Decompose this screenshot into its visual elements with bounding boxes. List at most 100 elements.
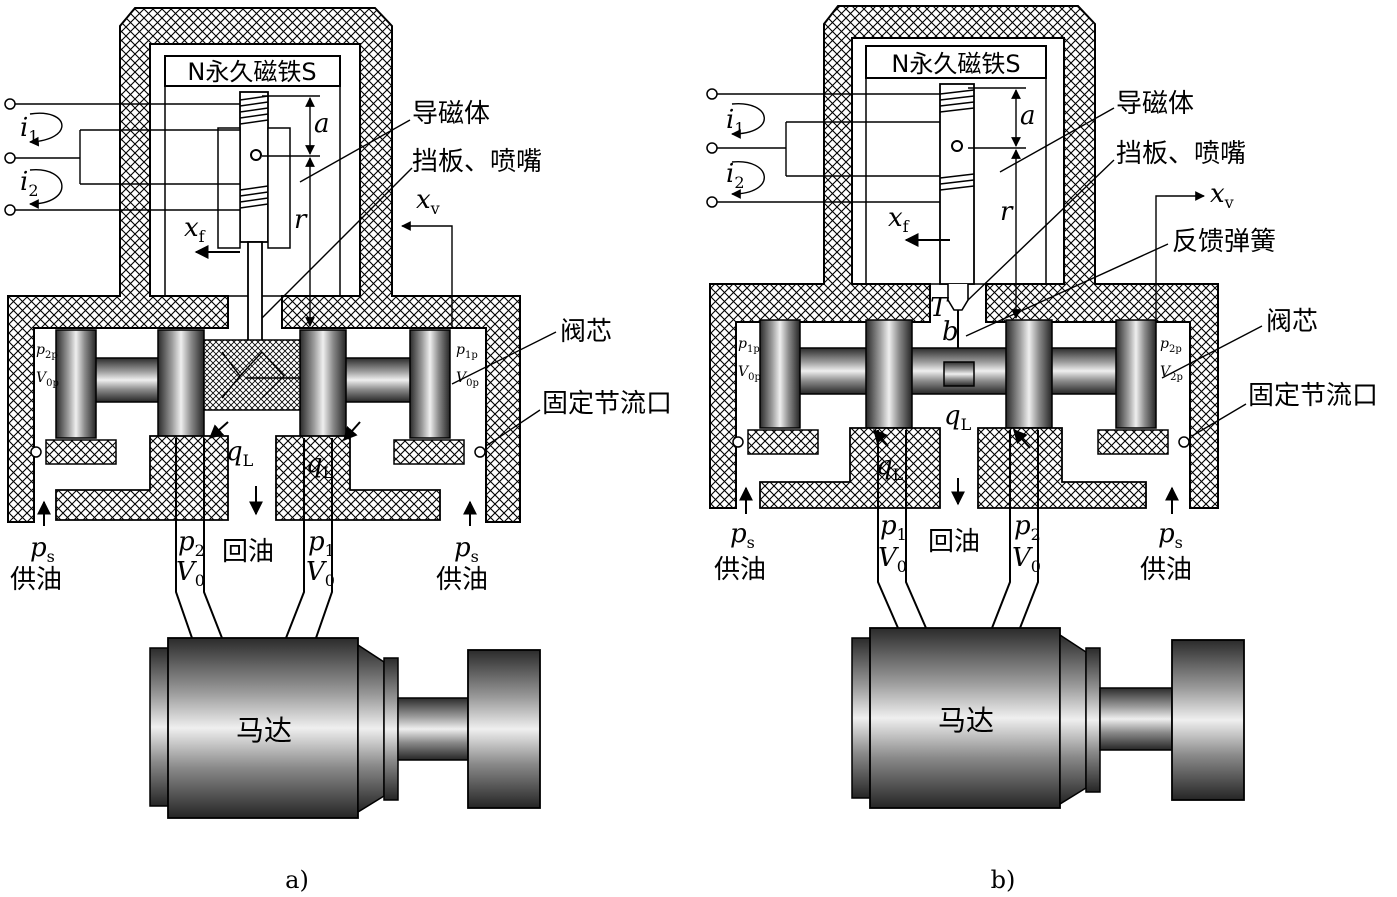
valve-body-lower-b bbox=[759, 427, 941, 509]
orifice-block-left-b bbox=[747, 429, 819, 455]
pressure-p2-a: p2 bbox=[178, 527, 205, 560]
volume-v0-left-b: V0 bbox=[878, 543, 907, 576]
flapper-b bbox=[947, 284, 969, 311]
dim-a-a: a bbox=[314, 109, 330, 139]
flapper-nozzle-label-b: 挡板、喷嘴 bbox=[1116, 139, 1246, 169]
feedback-spring-label-b: 反馈弹簧 bbox=[1172, 227, 1276, 257]
magnet-label-a: N永久磁铁S bbox=[187, 58, 316, 86]
spool-land-left-center-a bbox=[157, 329, 205, 439]
displacement-xv-a: xv bbox=[416, 185, 440, 218]
return-label-a: 回油 bbox=[222, 537, 274, 567]
pressure-p1-b: p1 bbox=[880, 511, 907, 544]
motor-label-a: 马达 bbox=[236, 714, 292, 747]
torque-motor-housing-a bbox=[7, 7, 521, 523]
supply-ps-right-a: ps bbox=[454, 533, 479, 566]
fixed-orifice-label-a: 固定节流口 bbox=[542, 389, 672, 419]
spool-label-b: 阀芯 bbox=[1266, 307, 1318, 337]
dim-r-b: r bbox=[1000, 197, 1014, 227]
symbol-b-b: b bbox=[942, 317, 959, 347]
flow-ql-right-a: qL bbox=[306, 449, 334, 482]
motor-label-b: 马达 bbox=[938, 704, 994, 737]
supply-label-right-a: 供油 bbox=[436, 565, 488, 595]
supply-label-left-b: 供油 bbox=[714, 555, 766, 585]
spool-land-right-center-b bbox=[1005, 319, 1053, 429]
orifice-block-right-b bbox=[1097, 429, 1169, 455]
motor-shaft-b bbox=[1099, 687, 1173, 751]
displacement-xf-b: xf bbox=[888, 203, 910, 236]
diagram-b: N永久磁铁S i1 i2 a r xf xv 导磁体 挡 bbox=[706, 5, 1378, 894]
armature-a bbox=[239, 91, 269, 243]
supply-ps-right-b: ps bbox=[1158, 519, 1183, 552]
motor-coupling-a bbox=[467, 649, 541, 809]
magnet-label-b: N永久磁铁S bbox=[891, 50, 1020, 78]
flapper-nozzle-label-a: 挡板、喷嘴 bbox=[412, 147, 542, 177]
displacement-xf-a: xf bbox=[184, 213, 206, 246]
current-i1-b: i1 bbox=[726, 105, 745, 138]
pressure-p1p-a: p1p bbox=[456, 342, 478, 361]
current-i2-b: i2 bbox=[726, 159, 745, 192]
current-i2-a: i2 bbox=[20, 167, 39, 200]
flow-ql-center-b: qL bbox=[944, 401, 972, 434]
pressure-p2p-a: p2p bbox=[36, 342, 58, 361]
volume-v0p-left-a: V0p bbox=[36, 370, 59, 389]
volume-v0-left-a: V0 bbox=[176, 557, 205, 590]
spool-land-left-a bbox=[55, 329, 97, 439]
volume-v0-right-b: V0 bbox=[1012, 543, 1041, 576]
orifice-block-right-a bbox=[393, 439, 465, 465]
permanent-magnet-b bbox=[865, 45, 1047, 79]
permanent-magnet-a bbox=[164, 55, 341, 87]
motor-taper-a bbox=[357, 643, 385, 814]
volume-v2p-b: V2p bbox=[1160, 364, 1183, 383]
dim-r-a: r bbox=[294, 205, 308, 235]
spool-label-a: 阀芯 bbox=[560, 317, 612, 347]
volume-v0p-right-a: V0p bbox=[456, 370, 479, 389]
motor-ring-a bbox=[383, 657, 399, 801]
pole-piece-label-b: 导磁体 bbox=[1116, 89, 1194, 119]
armature-b bbox=[939, 83, 975, 285]
motor-shaft-a bbox=[397, 697, 469, 761]
motor-body-b bbox=[869, 627, 1061, 809]
motor-ring-b bbox=[1085, 647, 1101, 793]
motor-coupling-b bbox=[1171, 639, 1245, 801]
nozzle-block-a bbox=[203, 339, 301, 411]
spool-neck-b bbox=[943, 361, 975, 387]
pressure-p1-a: p1 bbox=[308, 527, 335, 560]
volume-v0-right-a: V0 bbox=[306, 557, 335, 590]
dim-a-b: a bbox=[1020, 101, 1036, 131]
diagram-a: N永久磁铁S i1 i2 a r xf x bbox=[4, 7, 672, 894]
orifice-block-left-a bbox=[45, 439, 117, 465]
spool-land-right-center-a bbox=[299, 329, 347, 439]
supply-ps-left-a: ps bbox=[30, 533, 55, 566]
caption-b: b) bbox=[991, 866, 1016, 894]
supply-label-right-b: 供油 bbox=[1140, 555, 1192, 585]
caption-a: a) bbox=[285, 866, 309, 894]
pivot-b bbox=[951, 140, 963, 152]
supply-label-left-a: 供油 bbox=[10, 565, 62, 595]
spool-land-right-b bbox=[1115, 319, 1157, 429]
motor-taper-b bbox=[1059, 633, 1087, 806]
volume-v0p-b: V0p bbox=[738, 364, 761, 383]
valve-body-lower-a bbox=[55, 435, 229, 521]
pressure-p2p-b: p2p bbox=[1160, 336, 1182, 355]
spool-land-right-a bbox=[409, 329, 451, 439]
pressure-p2-b: p2 bbox=[1014, 511, 1041, 544]
valve-body-lower-right-b bbox=[977, 427, 1147, 509]
fixed-orifice-label-b: 固定节流口 bbox=[1248, 381, 1378, 411]
flow-ql-left-a: qL bbox=[226, 437, 254, 470]
flapper-a bbox=[247, 241, 263, 343]
motor-end-left-a bbox=[149, 647, 171, 807]
supply-ps-left-b: ps bbox=[730, 519, 755, 552]
pressure-p1p-b: p1p bbox=[738, 336, 760, 355]
spool-land-left-b bbox=[759, 319, 801, 429]
motor-end-left-b bbox=[851, 637, 873, 799]
return-label-b: 回油 bbox=[928, 527, 980, 557]
current-i1-a: i1 bbox=[20, 113, 39, 146]
torque-motor-housing-b bbox=[709, 5, 1219, 509]
motor-body-a bbox=[167, 637, 359, 819]
symbol-t-b: T bbox=[930, 293, 949, 323]
flow-ql-left-b: qL bbox=[876, 451, 904, 484]
pivot-a bbox=[250, 149, 262, 161]
pole-piece-label-a: 导磁体 bbox=[412, 99, 490, 129]
displacement-xv-b: xv bbox=[1210, 179, 1234, 212]
